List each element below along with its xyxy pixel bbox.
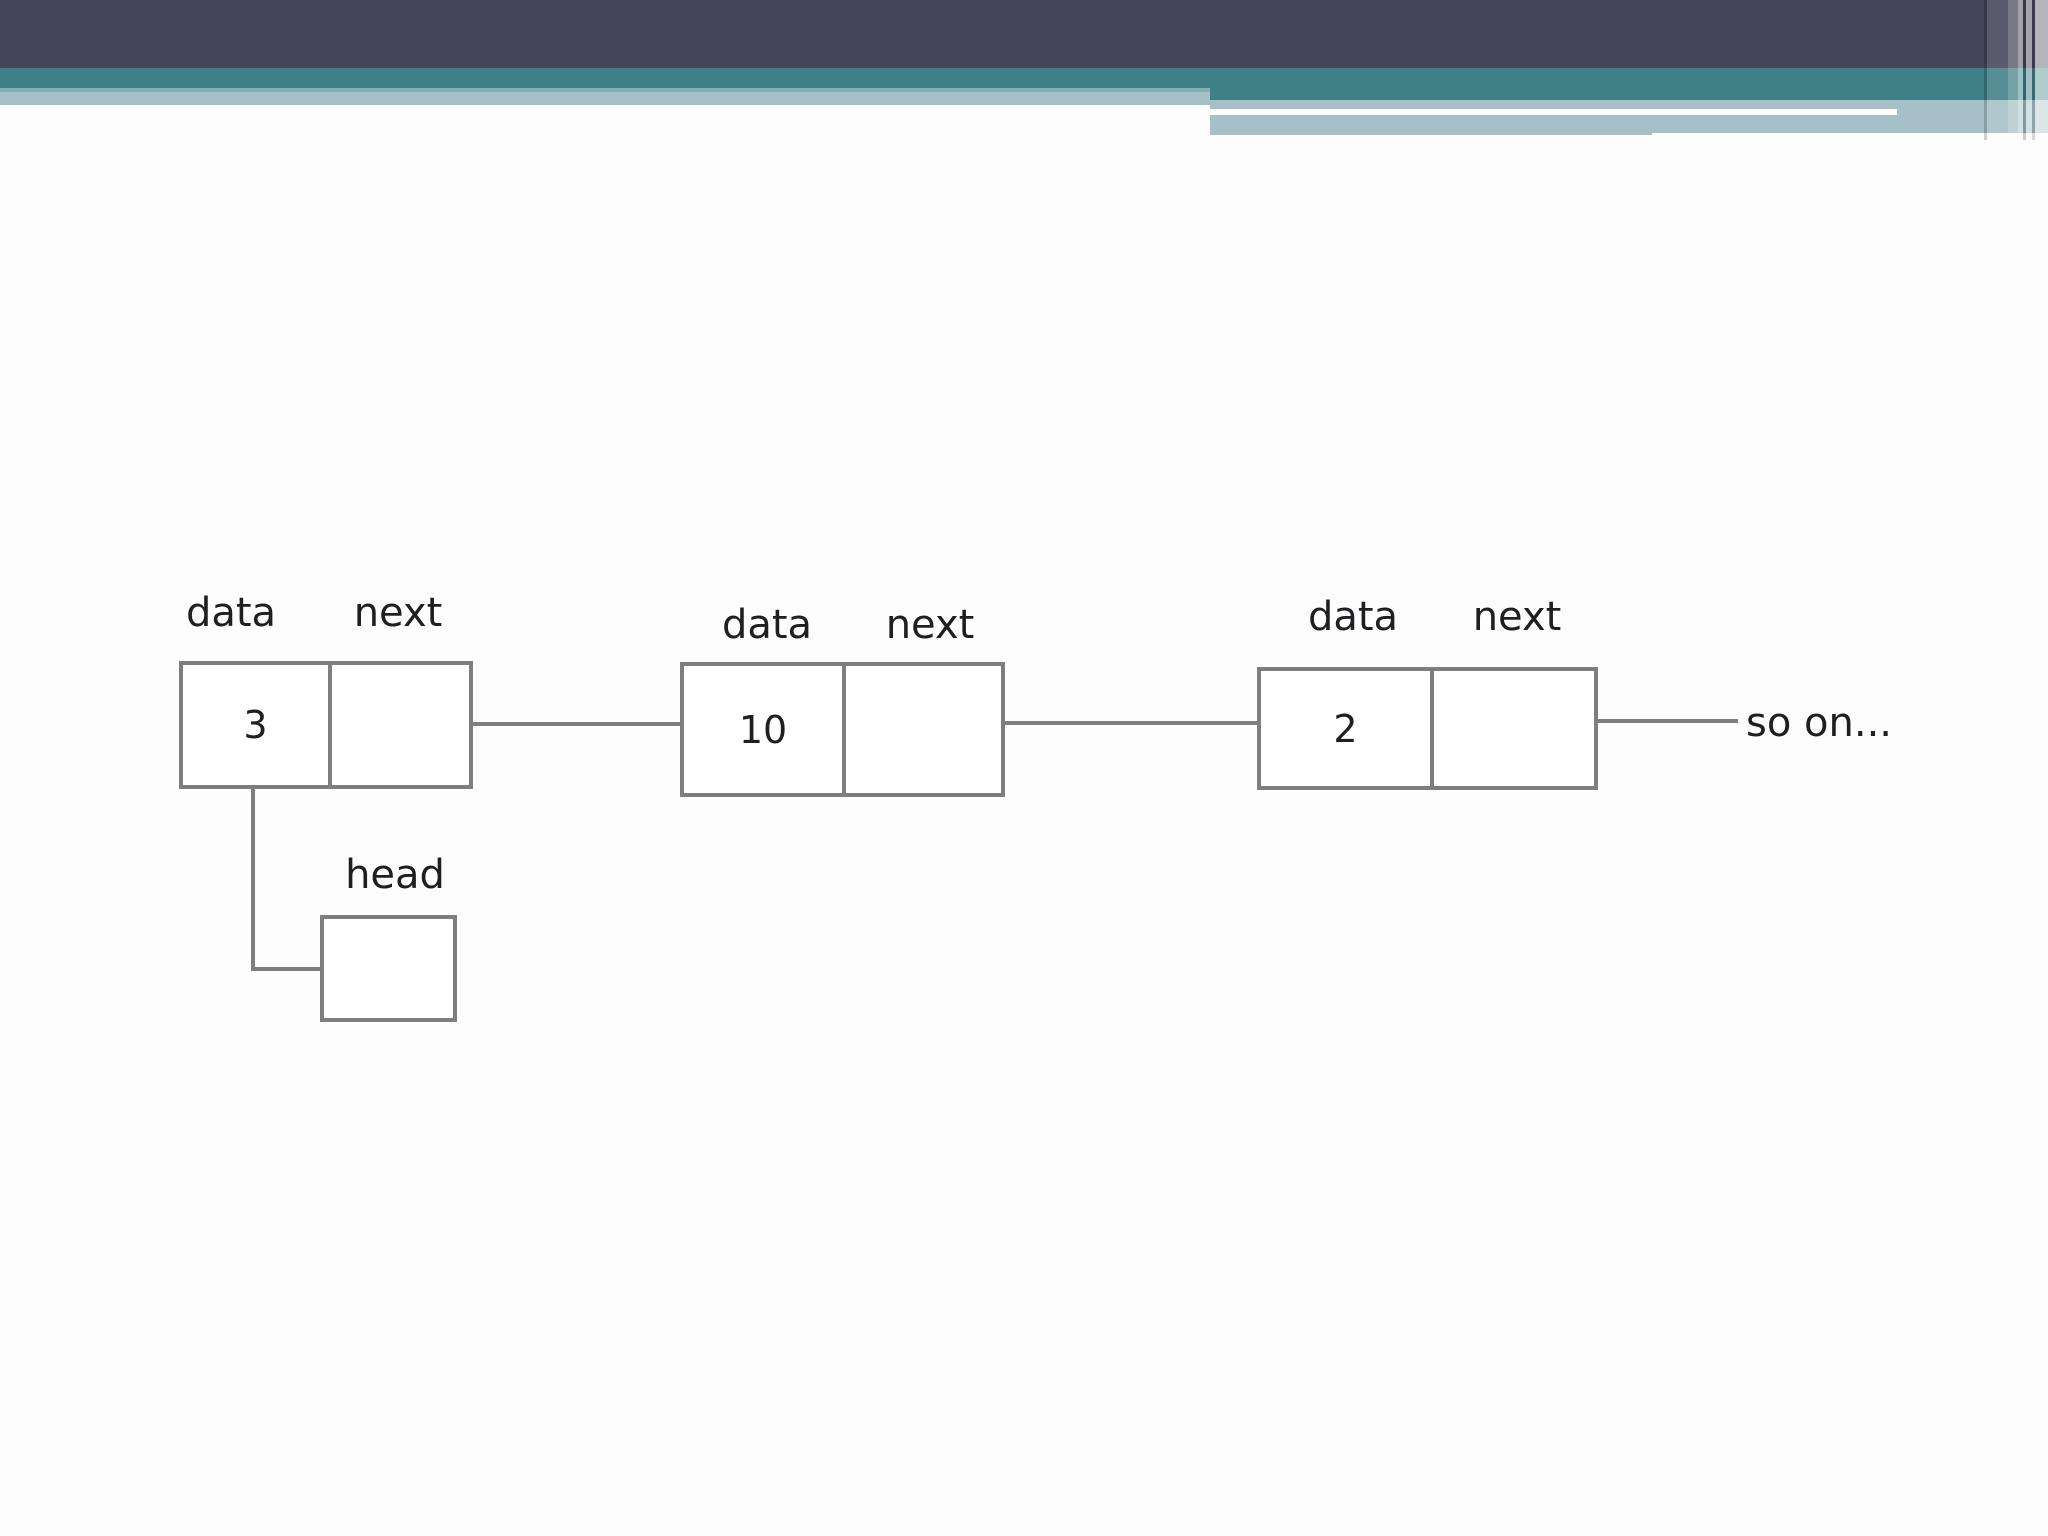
node-1-data-cell: 3 — [183, 665, 332, 785]
header-right-light-block — [1210, 100, 2048, 135]
connector-node3-so-on — [1598, 719, 1738, 723]
header-right-notch — [1652, 133, 2048, 136]
edge-stripe — [2018, 0, 2023, 140]
edge-stripe — [2032, 0, 2035, 140]
node-2-value: 10 — [738, 707, 788, 752]
node-1-next-label: next — [353, 590, 443, 636]
connector-node1-head-vertical — [251, 785, 255, 971]
header-right-white-line — [1210, 109, 1897, 115]
header-dark-bar — [0, 0, 2048, 68]
edge-stripe — [1984, 0, 1987, 140]
header-edge-stripes — [1984, 0, 2048, 140]
edge-stripe — [1987, 0, 2008, 140]
header-teal-light-line — [0, 88, 2048, 92]
node-1-data-label: data — [185, 590, 277, 636]
edge-stripe — [2023, 0, 2026, 140]
edge-stripe — [2026, 0, 2032, 140]
connector-node1-node2 — [473, 722, 680, 726]
node-3-data-cell: 2 — [1261, 671, 1434, 786]
node-2: 10 — [680, 662, 1005, 797]
header-teal-bar — [0, 68, 2048, 88]
node-2-next-cell — [846, 666, 1001, 793]
node-2-next-label: next — [885, 602, 975, 648]
node-3-next-cell — [1434, 671, 1594, 786]
node-1-next-cell — [332, 665, 469, 785]
node-1-value: 3 — [243, 703, 268, 747]
node-3-next-label: next — [1472, 594, 1562, 640]
head-box — [320, 915, 457, 1022]
connector-node2-node3 — [1005, 721, 1257, 725]
so-on-text: so on... — [1746, 700, 1892, 746]
node-1: 3 — [179, 661, 473, 789]
edge-stripe — [2008, 0, 2018, 140]
node-3: 2 — [1257, 667, 1598, 790]
head-label: head — [345, 852, 445, 898]
node-2-data-label: data — [721, 602, 813, 648]
edge-stripe — [2035, 0, 2048, 140]
header-right-teal-block — [1210, 88, 2048, 100]
connector-node1-head-horizontal — [251, 967, 324, 971]
node-2-data-cell: 10 — [684, 666, 846, 793]
node-3-value: 2 — [1333, 706, 1358, 751]
node-3-data-label: data — [1307, 594, 1399, 640]
